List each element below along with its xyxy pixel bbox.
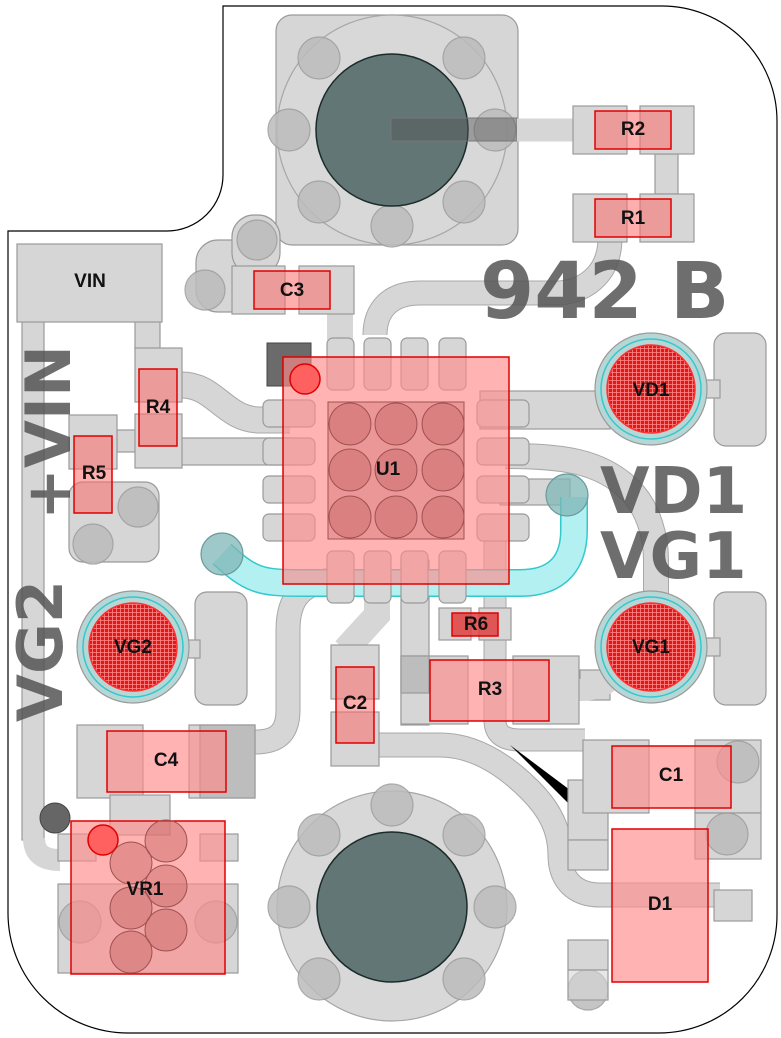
testpoint-vg1[interactable]: VG1	[594, 590, 767, 706]
r3-label: R3	[478, 679, 502, 700]
board-id-silkscreen: 942 B	[480, 247, 729, 337]
component-r5[interactable]: R5	[68, 414, 160, 565]
component-vr1[interactable]: VR1	[39, 794, 239, 975]
mounting-hole-bottom	[267, 783, 517, 1022]
r6-label: R6	[464, 614, 488, 635]
vr1-label: VR1	[127, 879, 164, 900]
vg1-silkscreen: VG1	[600, 520, 747, 594]
vg2-label: VG2	[114, 637, 152, 658]
vin-side-silkscreen: +VIN	[12, 345, 85, 520]
c2-label: C2	[343, 693, 367, 714]
vd1-silkscreen: VD1	[600, 455, 747, 529]
vg2-side-silkscreen: VG2	[4, 580, 77, 722]
component-r3[interactable]: R3	[400, 655, 580, 725]
r2-label: R2	[621, 119, 645, 140]
component-c3[interactable]: C3	[184, 219, 355, 315]
r5-label: R5	[82, 463, 107, 484]
cyan-trace	[200, 473, 589, 597]
testpoint-vg2[interactable]: VG2	[76, 590, 248, 706]
testpoint-vd1[interactable]: VD1	[594, 332, 767, 447]
component-c2[interactable]: C2	[330, 644, 380, 767]
component-r4[interactable]: R4	[134, 347, 183, 469]
r4-label: R4	[146, 397, 171, 418]
mounting-hole-top	[267, 14, 519, 248]
component-u1[interactable]: U1	[262, 337, 530, 604]
c4-label: C4	[154, 750, 179, 771]
d1-label: D1	[648, 894, 673, 915]
component-r1[interactable]: R1	[572, 193, 695, 243]
c1-label: C1	[659, 765, 684, 786]
c3-label: C3	[280, 280, 304, 301]
u1-label: U1	[376, 459, 401, 480]
vg1-label: VG1	[632, 637, 670, 658]
vin-label: VIN	[74, 271, 106, 292]
vd1-label: VD1	[633, 380, 670, 401]
vin-pad: VIN	[16, 243, 163, 323]
component-c4[interactable]: C4	[76, 724, 256, 799]
component-r6[interactable]: R6	[438, 607, 512, 641]
r1-label: R1	[621, 208, 646, 229]
component-d1[interactable]: D1	[567, 828, 753, 1011]
component-r2[interactable]: R2	[572, 105, 695, 155]
